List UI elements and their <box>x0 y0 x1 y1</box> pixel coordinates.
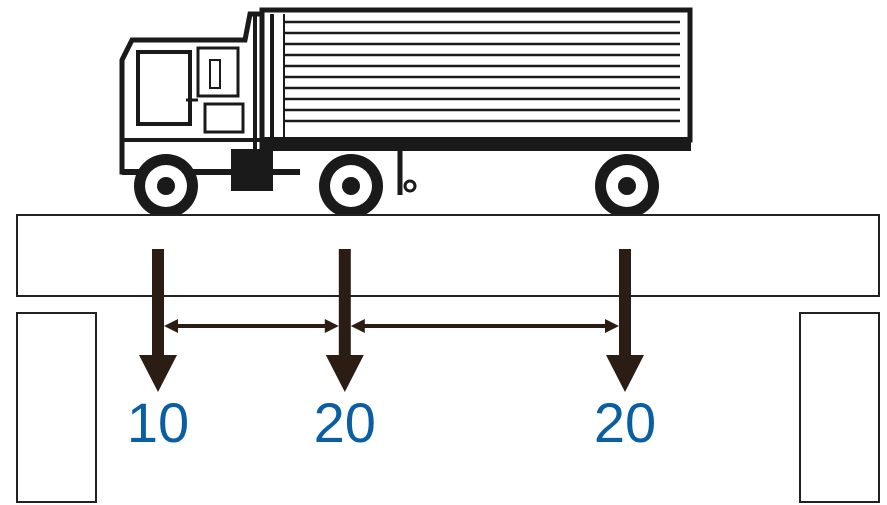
dimension-arrowhead-right <box>324 319 339 333</box>
axle-loads: 10 20 20 <box>127 249 656 454</box>
dimension-arrowhead-right <box>605 319 619 333</box>
load-arrow-shaft <box>338 249 351 355</box>
load-arrow: 20 <box>314 249 376 454</box>
load-arrow-shaft <box>619 249 631 355</box>
dimension-arrowhead-left <box>164 319 178 333</box>
wheel-icon <box>319 154 383 218</box>
load-value-label: 20 <box>594 391 656 454</box>
load-arrow-head <box>325 355 364 392</box>
axle-spacing-dimensions <box>164 319 619 333</box>
load-arrow-head <box>606 355 644 392</box>
load-value-label: 20 <box>314 391 376 454</box>
spacing-dimension <box>164 319 339 333</box>
load-arrow: 10 <box>127 249 189 454</box>
load-value-label: 10 <box>127 391 189 454</box>
load-arrow-shaft <box>152 249 164 355</box>
load-arrow-head <box>139 355 177 392</box>
bridge-deck <box>16 214 880 297</box>
truck-wheels <box>134 154 659 218</box>
spacing-dimension <box>350 319 619 333</box>
right-support <box>799 312 880 503</box>
wheel-icon <box>595 154 659 218</box>
truck-icon <box>119 7 693 195</box>
dimension-arrowhead-left <box>350 319 365 333</box>
wheel-icon <box>134 154 198 218</box>
load-arrow: 20 <box>594 249 656 454</box>
left-support <box>16 312 97 503</box>
